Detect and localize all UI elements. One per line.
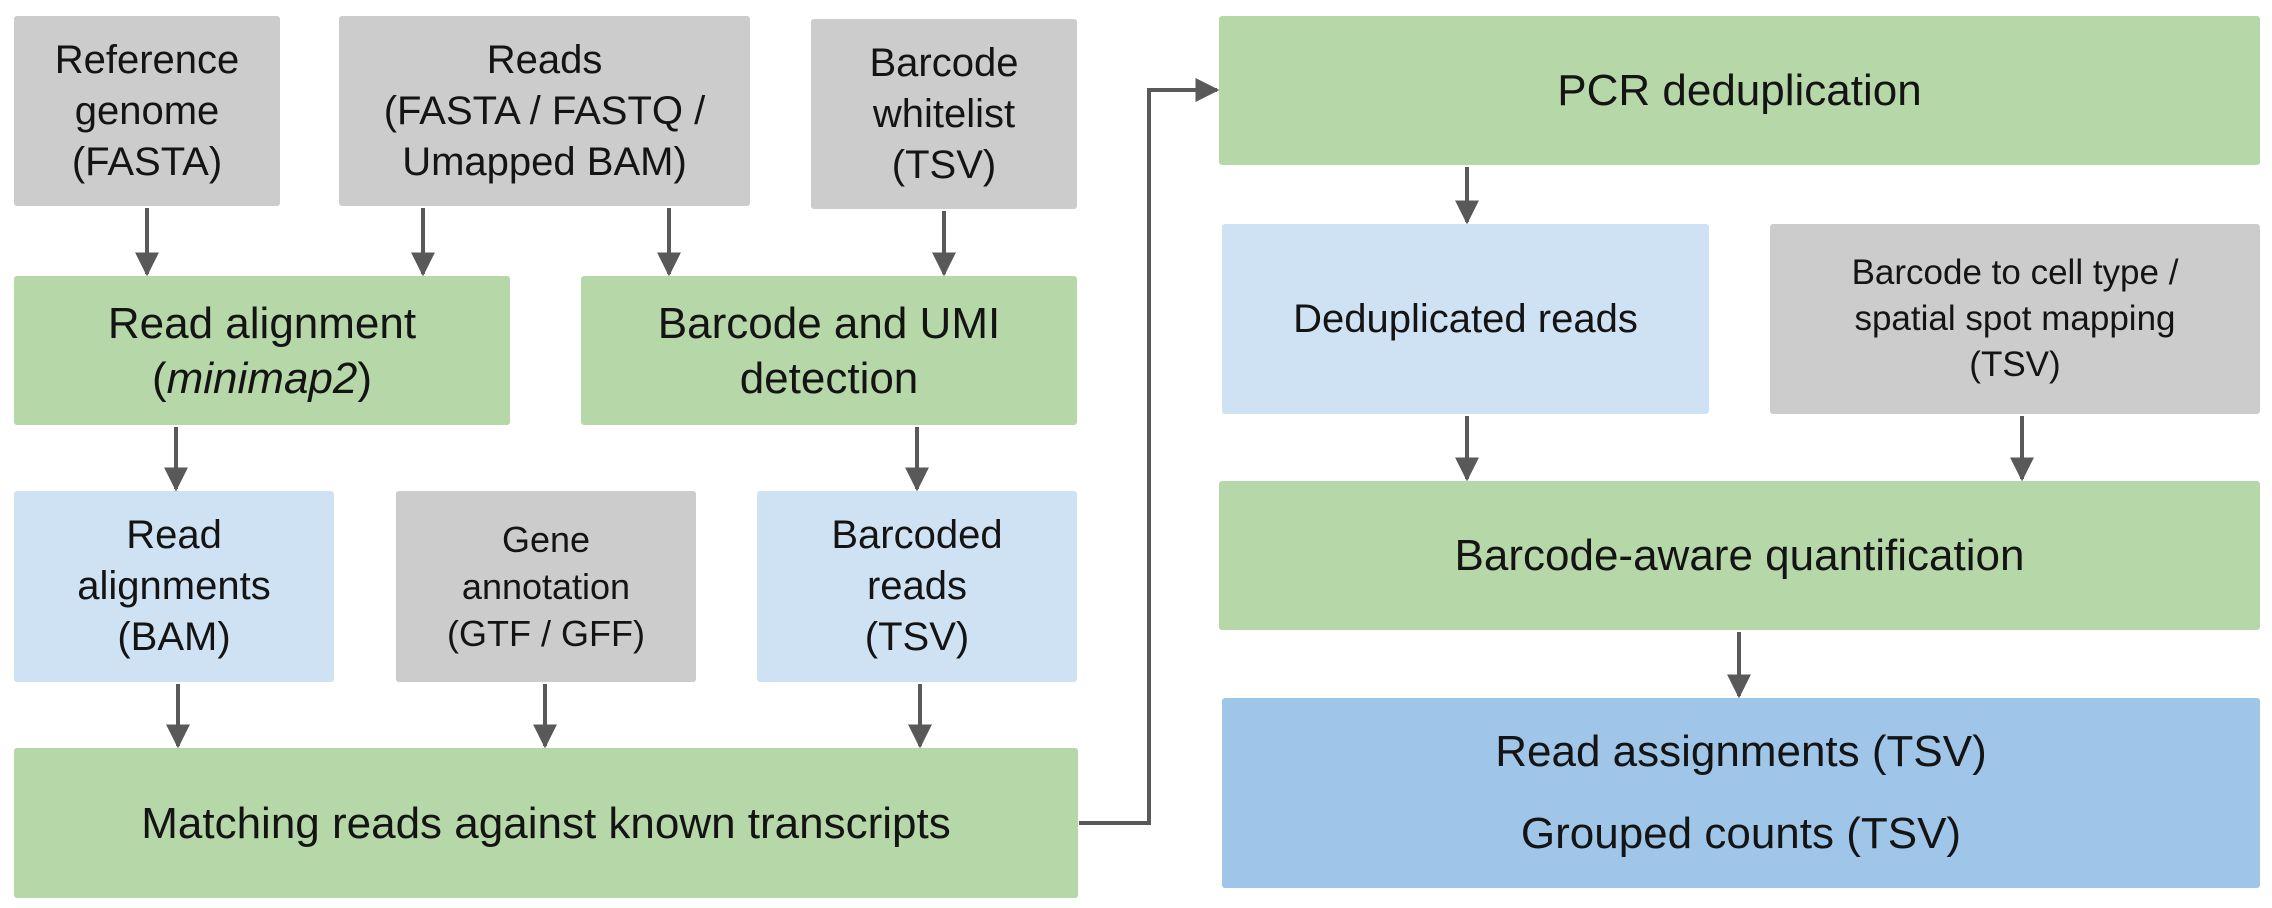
barcoded-reads-line-2: reads [866, 564, 968, 608]
barcoded-reads-line-1: Barcoded [831, 513, 1003, 557]
read-alignment-tool-line: (minimap2) [151, 353, 373, 403]
quantification-label: Barcode-aware quantification [1454, 531, 2025, 580]
gene-annotation-line-1: Gene [501, 519, 591, 560]
pcr-deduplication-box: PCR deduplication [1219, 16, 2260, 165]
reference-genome-line-1: Reference [54, 37, 240, 82]
deduplicated-reads-box: Deduplicated reads [1222, 224, 1709, 414]
outputs-box: Read assignments (TSV) Grouped counts (T… [1222, 698, 2260, 888]
barcode-mapping-box: Barcode to cell type / spatial spot mapp… [1770, 224, 2260, 414]
pcr-deduplication-label: PCR deduplication [1557, 66, 1922, 115]
barcode-mapping-line-1: Barcode to cell type / [1851, 253, 2179, 292]
read-alignment-title: Read alignment [107, 298, 417, 348]
barcode-aware-quantification-box: Barcode-aware quantification [1219, 481, 2260, 630]
barcode-whitelist-box: Barcode whitelist (TSV) [811, 19, 1077, 209]
matching-reads-box: Matching reads against known transcripts [14, 748, 1078, 898]
read-alignments-box: Read alignments (BAM) [14, 491, 334, 682]
reads-input-line-1: Reads [486, 37, 603, 82]
barcode-whitelist-line-3: (TSV) [891, 142, 997, 187]
read-assignments-output: Read assignments (TSV) [1495, 727, 1987, 776]
reference-genome-box: Reference genome (FASTA) [14, 16, 280, 206]
read-alignments-line-1: Read [126, 513, 222, 557]
arrow-matching-to-pcr-dedup [1079, 78, 1220, 825]
reference-genome-line-2: genome [74, 88, 220, 133]
read-alignments-line-2: alignments [77, 564, 271, 608]
barcode-umi-detection-box: Barcode and UMI detection [581, 276, 1077, 425]
reads-input-line-3: Umapped BAM) [402, 139, 687, 184]
barcode-whitelist-line-2: whitelist [872, 91, 1016, 136]
reference-genome-line-3: (FASTA) [71, 139, 223, 184]
reads-input-box: Reads (FASTA / FASTQ / Umapped BAM) [339, 16, 750, 206]
barcoded-reads-line-3: (TSV) [864, 615, 970, 659]
matching-reads-label: Matching reads against known transcripts [141, 798, 951, 848]
barcode-mapping-line-3: (TSV) [1969, 345, 2061, 384]
reads-input-line-2: (FASTA / FASTQ / [383, 88, 706, 133]
read-alignment-box: Read alignment (minimap2) [14, 276, 510, 425]
minimap2-tool-name: minimap2 [166, 353, 358, 403]
gene-annotation-box: Gene annotation (GTF / GFF) [396, 491, 696, 682]
barcode-whitelist-line-1: Barcode [869, 40, 1019, 85]
deduplicated-reads-label: Deduplicated reads [1293, 296, 1638, 341]
gene-annotation-line-2: annotation [461, 566, 631, 607]
barcode-umi-detection-line-1: Barcode and UMI [657, 298, 1001, 348]
read-alignments-line-3: (BAM) [117, 615, 231, 659]
grouped-counts-output: Grouped counts (TSV) [1520, 809, 1962, 858]
barcode-umi-detection-line-2: detection [739, 353, 919, 403]
barcode-mapping-line-2: spatial spot mapping [1854, 299, 2176, 338]
barcoded-reads-box: Barcoded reads (TSV) [757, 491, 1077, 682]
gene-annotation-line-3: (GTF / GFF) [447, 613, 645, 654]
